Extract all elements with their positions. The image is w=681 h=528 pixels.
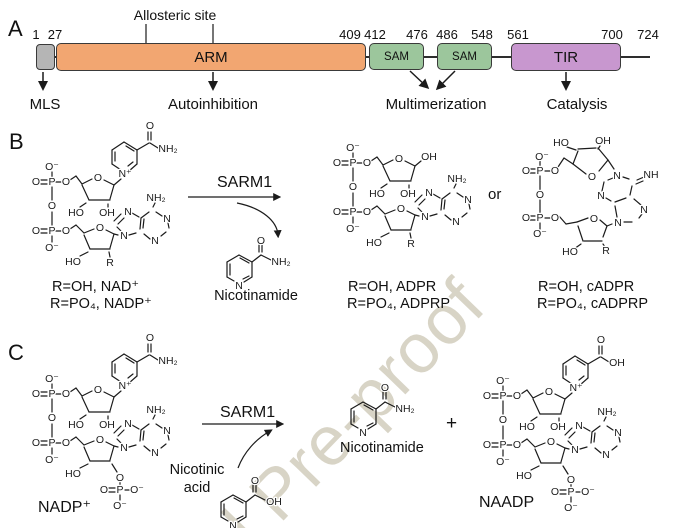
panel-a-letter: A	[8, 16, 23, 41]
residue-label: 724	[637, 27, 659, 42]
plus-sign: +	[446, 413, 458, 434]
domain-label-arm: ARM	[194, 48, 228, 66]
annotation-catalysis: Catalysis	[546, 96, 608, 113]
substrate-caption-2: R=PO₄, NADP⁺	[50, 296, 152, 312]
residue-label: 409	[339, 27, 361, 42]
residue-label: 561	[507, 27, 529, 42]
byproduct-label-b: Nicotinamide	[214, 288, 298, 304]
nicotinic-acid-label-1: Nicotinic	[169, 462, 225, 478]
domain-box-sam1: SAM	[369, 43, 424, 70]
naadp-label: NAADP	[479, 494, 535, 511]
domain-box-tir: TIR	[511, 43, 621, 71]
or-label: or	[488, 186, 502, 203]
residue-label: 412	[364, 27, 386, 42]
adpr-caption-1: R=OH, ADPR	[348, 279, 437, 295]
annotation-mls: MLS	[29, 96, 61, 113]
residue-label: 548	[471, 27, 493, 42]
domain-box-arm: ARM	[56, 43, 366, 71]
panel-b-letter: B	[9, 129, 24, 154]
domain-box-nterm	[36, 44, 55, 70]
enzyme-label-b: SARM1	[217, 174, 273, 191]
nicotinic-acid-label-2: acid	[183, 480, 211, 496]
domain-label-sam1: SAM	[384, 50, 409, 63]
domain-label-sam2: SAM	[452, 50, 477, 63]
nicotinamide-label-c: Nicotinamide	[340, 440, 424, 456]
domain-box-sam2: SAM	[437, 43, 492, 70]
substrate-caption-1: R=OH, NAD⁺	[52, 279, 140, 295]
residue-label: 486	[436, 27, 458, 42]
residue-label: 1	[32, 27, 40, 42]
panel-c-letter: C	[8, 340, 24, 365]
adpr-caption-2: R=PO₄, ADPRP	[347, 296, 451, 312]
annotation-multimerization: Multimerization	[385, 96, 487, 113]
residue-label: 27	[47, 27, 63, 42]
domain-label-tir: TIR	[553, 48, 579, 66]
cadpr-caption-1: R=OH, cADPR	[538, 279, 635, 295]
residue-label: 700	[601, 27, 623, 42]
annotation-autoinhibition: Autoinhibition	[167, 96, 259, 113]
residue-label: 476	[406, 27, 428, 42]
nadp-label: NADP⁺	[38, 499, 91, 516]
enzyme-label-c: SARM1	[220, 404, 276, 421]
cadpr-caption-2: R=PO₄, cADPRP	[537, 296, 649, 312]
allosteric-site-label: Allosteric site	[133, 7, 217, 23]
